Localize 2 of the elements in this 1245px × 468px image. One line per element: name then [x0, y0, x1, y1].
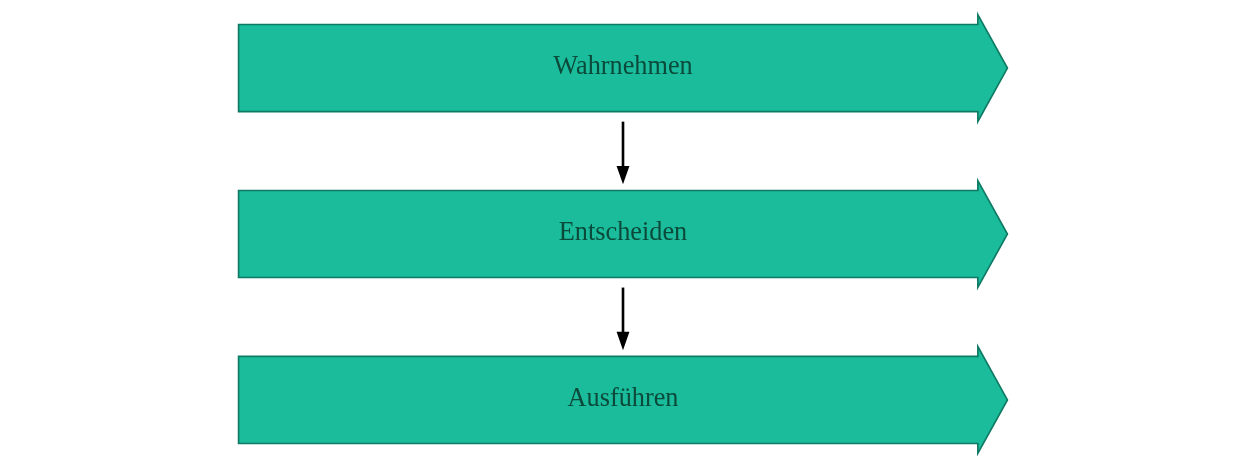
arrow: [616, 121, 629, 185]
arrow: [616, 287, 629, 351]
